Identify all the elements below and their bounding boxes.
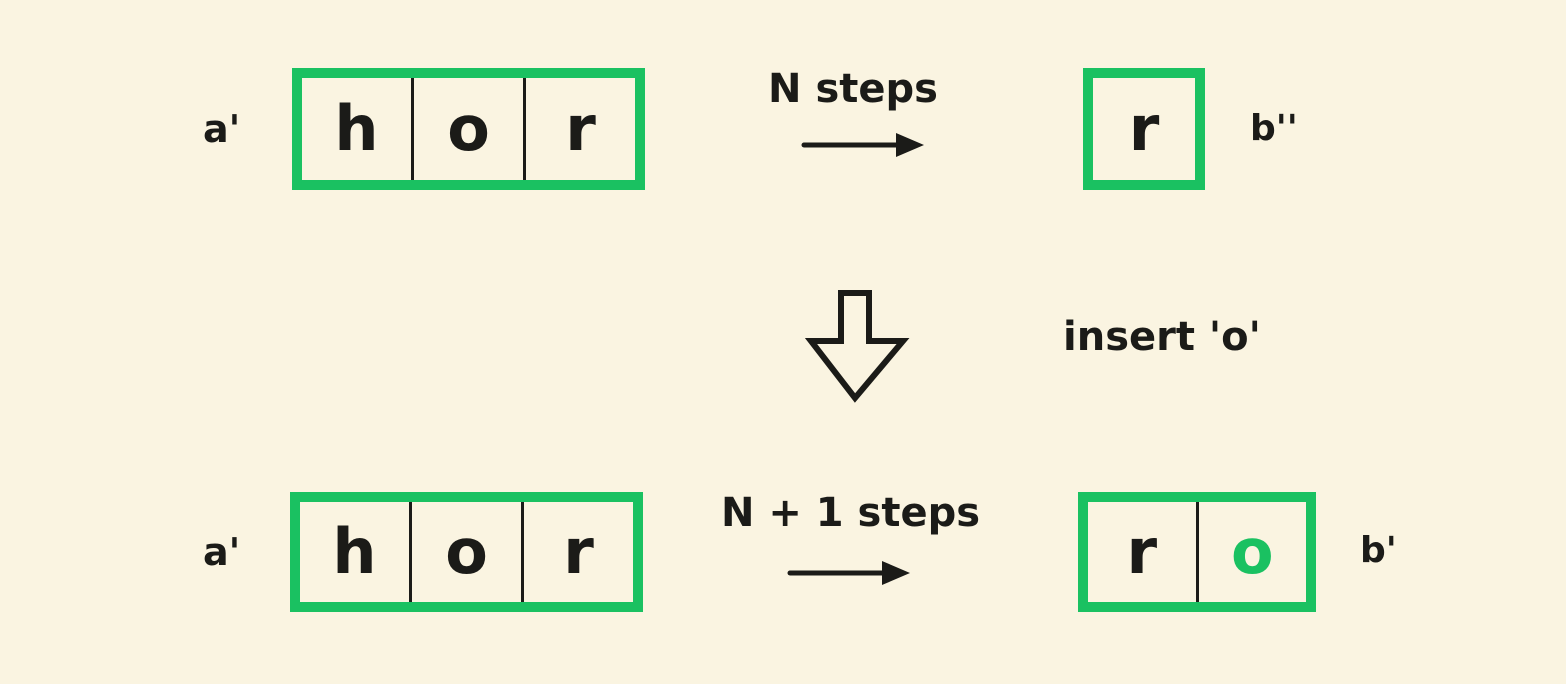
- tape-cell: r: [1128, 92, 1160, 165]
- bottom-source-label: a': [203, 530, 241, 574]
- right-arrow-icon: [801, 133, 924, 157]
- down-arrow-icon: [804, 290, 910, 403]
- tape-cell: r: [1088, 502, 1199, 602]
- bottom-steps-label: N + 1 steps: [720, 490, 981, 536]
- right-arrow-icon: [787, 561, 910, 585]
- tape-cell: o: [414, 78, 526, 180]
- bottom-source-tape: h o r: [290, 492, 643, 612]
- bottom-result-label: b': [1360, 530, 1397, 571]
- bottom-result-tape: r o: [1078, 492, 1316, 612]
- tape-cell-inserted: o: [1230, 515, 1274, 588]
- top-source-tape: h o r: [292, 68, 645, 190]
- top-steps-label: N steps: [768, 66, 938, 112]
- operation-caption: insert 'o': [1063, 314, 1261, 360]
- tape-cell: h: [300, 502, 412, 602]
- tape-cell: r: [563, 515, 594, 588]
- top-source-label: a': [203, 107, 241, 151]
- tape-cell: h: [302, 78, 414, 180]
- tape-cell: r: [565, 92, 596, 165]
- top-result-label: b'': [1250, 108, 1298, 149]
- tape-cell: o: [412, 502, 524, 602]
- top-result-tape: r: [1083, 68, 1205, 190]
